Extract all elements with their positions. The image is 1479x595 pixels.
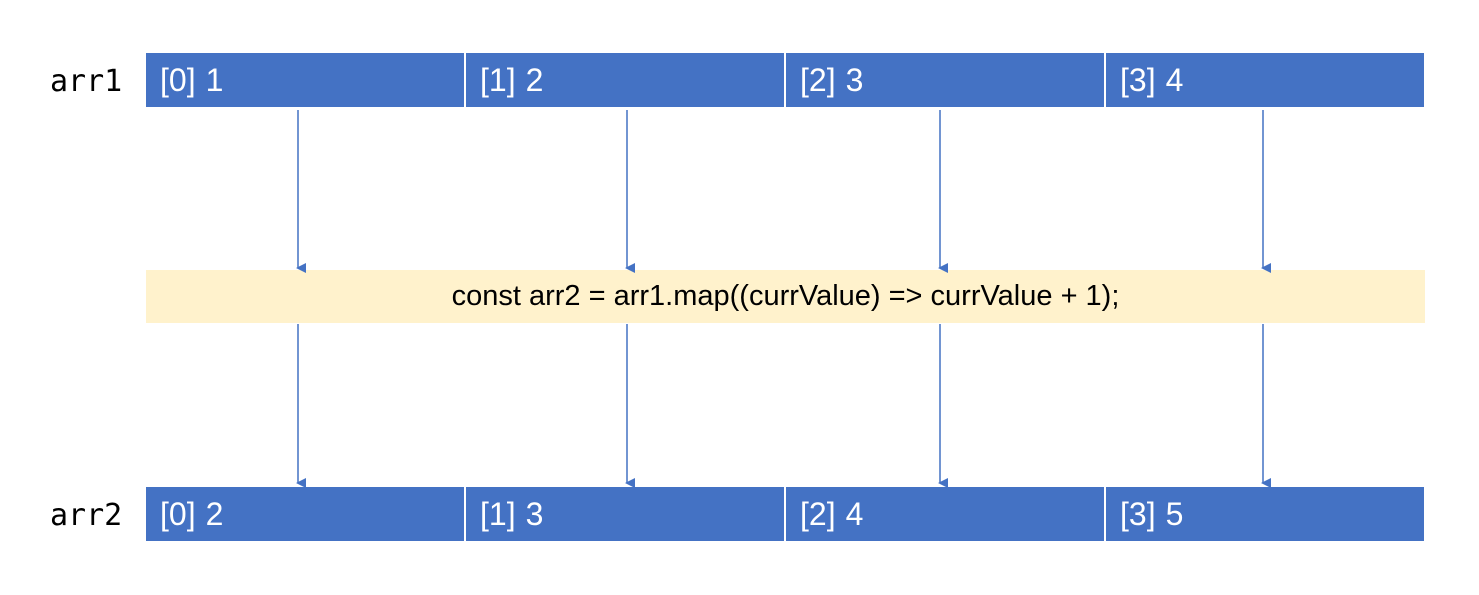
arr1-cell-3-index: [3] (1120, 62, 1156, 98)
arr2-cell-3-value: 5 (1165, 496, 1184, 532)
arr2-row: [0]2 [1]3 [2]4 [3]5 (146, 487, 1424, 541)
arr1-label: arr1 (50, 64, 123, 99)
arr1-cell-2-value: 3 (845, 62, 864, 98)
arr2-cell-2-value: 4 (845, 496, 864, 532)
arr2-cell-2-index: [2] (800, 496, 836, 532)
arr1-cell-0: [0]1 (146, 53, 466, 107)
arr2-cell-3-index: [3] (1120, 496, 1156, 532)
arr1-cell-1-index: [1] (480, 62, 516, 98)
arr1-row: [0]1 [1]2 [2]3 [3]4 (146, 53, 1424, 107)
arr2-cell-0-index: [0] (160, 496, 196, 532)
map-code-bar: const arr2 = arr1.map((currValue) => cur… (146, 270, 1425, 323)
arr2-cell-0-value: 2 (205, 496, 224, 532)
arr2-cell-0: [0]2 (146, 487, 466, 541)
arr2-cell-1-index: [1] (480, 496, 516, 532)
arr1-cell-1-value: 2 (525, 62, 544, 98)
arr2-cell-1-value: 3 (525, 496, 544, 532)
arr1-cell-3: [3]4 (1106, 53, 1424, 107)
arr1-cell-1: [1]2 (466, 53, 786, 107)
arr2-label: arr2 (50, 498, 123, 533)
arr2-cell-3: [3]5 (1106, 487, 1424, 541)
arr1-cell-0-value: 1 (205, 62, 224, 98)
arr1-cell-2-index: [2] (800, 62, 836, 98)
arr2-cell-1: [1]3 (466, 487, 786, 541)
arr2-cell-2: [2]4 (786, 487, 1106, 541)
arr1-cell-0-index: [0] (160, 62, 196, 98)
arr1-cell-3-value: 4 (1165, 62, 1184, 98)
arr1-cell-2: [2]3 (786, 53, 1106, 107)
